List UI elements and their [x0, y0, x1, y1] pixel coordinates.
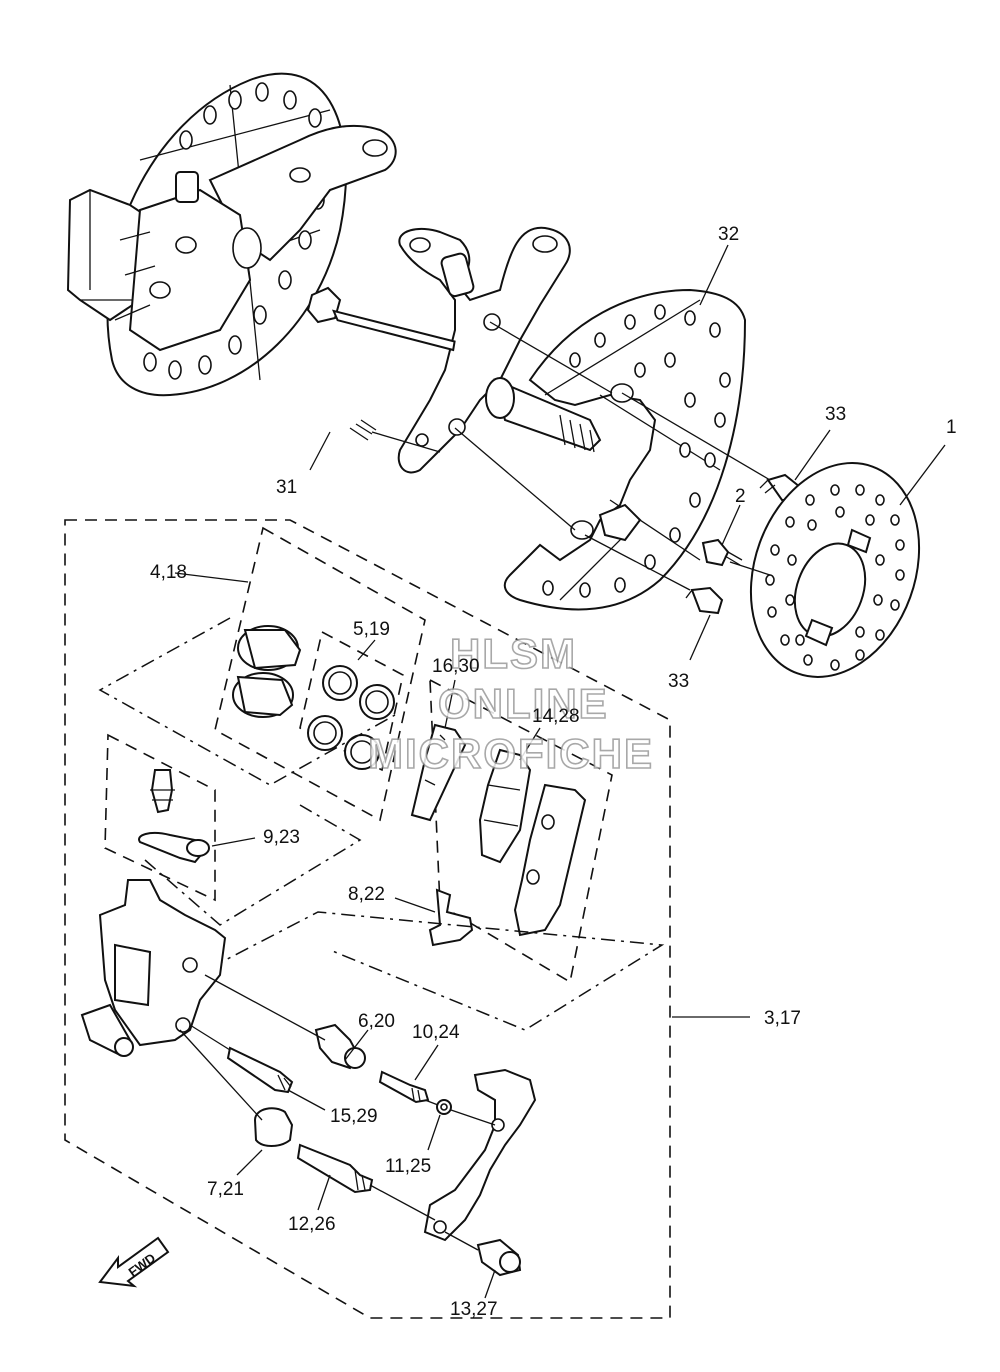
callout-8-22: 8,22 [348, 884, 385, 905]
bleeder-axis-plane [144, 804, 362, 926]
callout-labels: 32 31 33 1 2 33 4,18 5,19 16,30 14,28 9,… [150, 224, 957, 1320]
callout-2: 2 [735, 486, 746, 507]
callout-10-24: 10,24 [412, 1022, 460, 1043]
washer-illustration [436, 1099, 452, 1115]
caliper-body-illustration [80, 879, 227, 1057]
watermark-line-1: HLSM [450, 630, 577, 677]
pad-shim-illustration [410, 723, 467, 822]
callout-13-27: 13,27 [450, 1299, 498, 1320]
caliper-seal-cap-illustration [253, 1107, 294, 1147]
assembled-view-illustration [66, 72, 397, 397]
assembly-lines-lower [179, 974, 496, 1251]
leader-lines [174, 244, 946, 1299]
piston-axis-plane [98, 617, 396, 786]
callout-33-upper: 33 [825, 404, 846, 425]
watermark-line-2: ONLINE [438, 680, 609, 727]
forward-direction-arrow: FWD [98, 1236, 170, 1288]
pad-spring-illustration [428, 888, 474, 947]
callout-16-30: 16,30 [432, 656, 480, 677]
callout-7-21: 7,21 [207, 1179, 244, 1200]
knuckle-bolt-illustration [306, 286, 456, 441]
callout-15-29: 15,29 [330, 1106, 378, 1127]
pad-group-boundary [429, 678, 613, 984]
piston-group-boundary [214, 526, 426, 822]
callout-12-26: 12,26 [288, 1214, 336, 1235]
boot-illustration [226, 1046, 294, 1094]
callout-31: 31 [276, 477, 297, 498]
assembly-lines-upper [371, 321, 771, 591]
callout-1: 1 [946, 417, 957, 438]
callout-14-28: 14,28 [532, 706, 580, 727]
shield-screw-illustration-lower [685, 586, 724, 615]
watermark: HLSM ONLINE MICROFICHE [367, 629, 654, 778]
callout-33-lower: 33 [668, 671, 689, 692]
callout-11-25: 11,25 [385, 1156, 431, 1177]
brake-pad-illustration [478, 748, 587, 937]
pad-axis-plane [209, 911, 665, 1031]
brake-disc-illustration [749, 462, 921, 678]
seal-group-boundary [299, 630, 404, 772]
bracket-bushing-illustration [476, 1238, 522, 1277]
bleeder-group-boundary [104, 733, 216, 902]
steering-knuckle-illustration [397, 226, 602, 474]
callout-9-23: 9,23 [263, 827, 300, 848]
piston-illustration [232, 625, 302, 718]
caliper-bolt-illustration [296, 1143, 374, 1194]
callout-3-17: 3,17 [764, 1008, 801, 1029]
bleed-cap-illustration [378, 1070, 430, 1104]
callout-32: 32 [718, 224, 739, 245]
caliper-kit-boundary [64, 519, 671, 1319]
watermark-line-3: MICROFICHE [368, 730, 654, 777]
callout-5-19: 5,19 [353, 619, 390, 640]
bleed-screw-illustration [138, 769, 210, 864]
piston-seal-illustration [307, 665, 395, 770]
callout-6-20: 6,20 [358, 1011, 395, 1032]
caliper-bracket-illustration [423, 1068, 537, 1242]
disc-bolt-illustration [701, 538, 743, 567]
callout-4-18: 4,18 [150, 562, 187, 583]
